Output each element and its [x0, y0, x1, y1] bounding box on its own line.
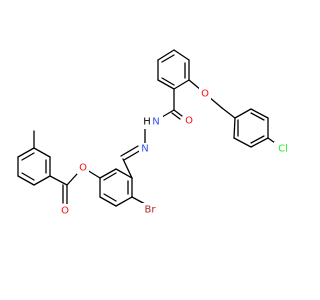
atom-nh-amide: H N — [143, 116, 163, 129]
bond — [86, 169, 101, 179]
atom-br: Br — [142, 203, 159, 217]
atom-o-ether: O — [199, 87, 211, 100]
bond — [173, 79, 190, 90]
bond — [33, 175, 51, 186]
bond — [208, 96, 223, 109]
bond — [66, 173, 78, 186]
bond — [17, 147, 35, 158]
svg-text:N: N — [152, 117, 159, 128]
atom-o-ester: O — [77, 161, 89, 174]
bond — [122, 158, 133, 179]
atom-labels: O O H N N O O Cl Br — [59, 87, 290, 217]
svg-text:Cl: Cl — [278, 144, 288, 155]
svg-text:O: O — [185, 116, 193, 127]
bond — [173, 109, 183, 117]
bond — [157, 79, 175, 90]
bond — [99, 196, 117, 207]
bonds — [17, 49, 279, 207]
bond — [250, 135, 265, 144]
bond — [234, 108, 252, 119]
svg-text:H: H — [143, 117, 151, 128]
bond — [171, 112, 181, 120]
svg-text:O: O — [61, 206, 69, 217]
bond — [250, 137, 269, 148]
bond — [131, 196, 146, 205]
bond — [233, 137, 252, 148]
bond — [233, 117, 236, 139]
bond — [103, 172, 117, 181]
atom-o-amide: O — [183, 115, 195, 128]
bond — [21, 152, 35, 161]
bond — [161, 54, 175, 63]
bond — [17, 175, 35, 186]
atom-cl: Cl — [274, 142, 290, 156]
svg-text:N: N — [141, 144, 148, 155]
bond — [103, 193, 117, 202]
bond — [33, 147, 51, 158]
bond — [21, 172, 35, 181]
bond — [161, 77, 175, 86]
bond — [250, 112, 265, 121]
bond — [120, 145, 139, 157]
bond — [157, 49, 175, 61]
bond — [221, 107, 236, 119]
atom-o-carbonyl: O — [59, 204, 71, 217]
svg-text:Br: Br — [145, 205, 157, 216]
bond — [173, 49, 190, 61]
bond — [115, 168, 133, 179]
svg-text:O: O — [201, 89, 209, 100]
bond — [99, 168, 117, 179]
molecule-structure: O O H N N O O Cl Br — [17, 49, 290, 217]
bond — [115, 196, 133, 207]
svg-text:O: O — [79, 163, 87, 174]
bond — [123, 149, 142, 161]
atom-n-imine: N — [139, 143, 151, 156]
bond — [250, 108, 269, 119]
bond — [49, 175, 68, 186]
